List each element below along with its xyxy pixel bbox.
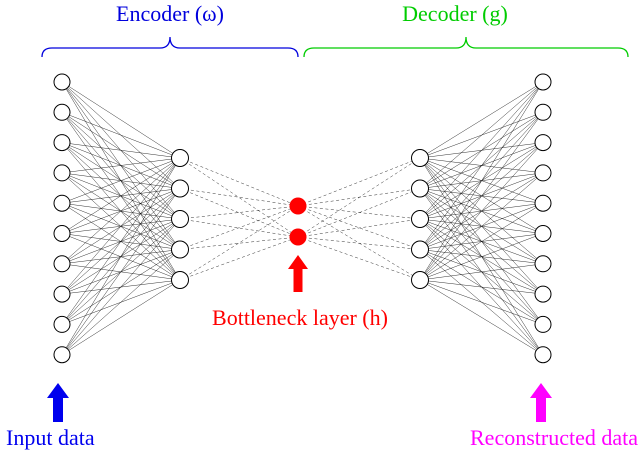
decoder-hidden-layer-neuron bbox=[411, 149, 429, 167]
connection-line bbox=[61, 157, 181, 174]
output-layer-neuron bbox=[534, 194, 552, 212]
input-layer-neuron bbox=[53, 134, 71, 152]
connection-line bbox=[179, 218, 299, 238]
connection-line bbox=[61, 157, 181, 355]
input-layer-neuron bbox=[53, 194, 71, 212]
output-layer-neuron bbox=[534, 225, 552, 242]
connection-line bbox=[61, 157, 181, 234]
connection-line bbox=[419, 279, 544, 295]
output-layer-neuron bbox=[534, 255, 552, 273]
connection-line bbox=[179, 236, 299, 281]
encoder-hidden-layer-neuron bbox=[171, 271, 189, 289]
connection-line bbox=[61, 279, 181, 355]
connection-line bbox=[419, 142, 544, 281]
encoder-hidden-layer-neuron bbox=[171, 179, 189, 198]
connection-line bbox=[61, 157, 181, 264]
connection-line bbox=[297, 205, 421, 281]
input-layer-neuron bbox=[53, 103, 71, 121]
connection-line bbox=[61, 157, 181, 295]
bottleneck-layer-neuron bbox=[289, 197, 307, 215]
output-layer-neuron bbox=[534, 103, 552, 121]
output-layer-neuron bbox=[534, 164, 552, 182]
input-data-label: Input data bbox=[6, 425, 95, 450]
encoder-title: Encoder (ω) bbox=[116, 1, 224, 26]
decoder-hidden-layer-neuron bbox=[411, 271, 429, 289]
connection-line bbox=[419, 81, 544, 281]
connection-line bbox=[419, 233, 544, 281]
encoder-hidden-layer-neuron bbox=[171, 210, 189, 228]
connection-line bbox=[297, 205, 421, 220]
connection-line bbox=[179, 188, 299, 207]
connection-line bbox=[419, 202, 544, 281]
input-layer-neuron bbox=[53, 285, 71, 303]
encoder-hidden-layer-neuron bbox=[171, 240, 189, 259]
connection-line bbox=[419, 112, 544, 281]
output-layer-neuron bbox=[534, 134, 552, 152]
connection-line bbox=[61, 81, 181, 159]
input-layer-neuron bbox=[53, 255, 71, 273]
bottleneck-arrow bbox=[288, 255, 308, 292]
connection-line bbox=[419, 81, 544, 189]
input-layer-neuron bbox=[53, 73, 71, 91]
connection-line bbox=[419, 81, 544, 220]
output-layer-neuron bbox=[534, 346, 552, 364]
decoder-hidden-layer-neuron bbox=[411, 179, 429, 198]
encoder-brace bbox=[41, 36, 299, 58]
connection-line bbox=[179, 205, 299, 281]
connection-line bbox=[61, 157, 181, 325]
connection-line bbox=[61, 112, 181, 159]
reconstructed-data-label: Reconstructed data bbox=[470, 425, 638, 450]
decoder-brace bbox=[303, 36, 629, 58]
reconstructed-data-arrow bbox=[530, 383, 552, 422]
connection-line bbox=[419, 81, 544, 159]
decoder-title: Decoder (g) bbox=[402, 1, 508, 26]
connection-line bbox=[419, 279, 544, 355]
connection-line bbox=[297, 157, 421, 207]
bottleneck-layer-neuron bbox=[289, 228, 307, 246]
decoder-hidden-layer-neuron bbox=[411, 240, 429, 259]
input-layer-neuron bbox=[53, 315, 71, 333]
connection-line bbox=[61, 142, 181, 159]
connection-line bbox=[61, 188, 181, 355]
input-layer-neuron bbox=[53, 346, 71, 364]
output-layer-neuron bbox=[534, 73, 552, 91]
connection-line bbox=[179, 157, 299, 238]
connection-line bbox=[419, 81, 544, 250]
connection-line bbox=[419, 279, 544, 325]
input-data-arrow bbox=[47, 383, 69, 422]
connection-line bbox=[419, 172, 544, 281]
connection-line bbox=[61, 218, 181, 355]
connection-line bbox=[61, 249, 181, 355]
connection-line bbox=[179, 188, 299, 238]
connection-line bbox=[297, 157, 421, 238]
connection-line bbox=[419, 263, 544, 281]
connection-line bbox=[297, 236, 421, 250]
connection-line bbox=[297, 218, 421, 238]
bottleneck-layer-label: Bottleneck layer (h) bbox=[212, 305, 388, 330]
output-layer-neuron bbox=[534, 315, 552, 333]
connection-line bbox=[179, 205, 299, 250]
decoder-hidden-layer-neuron bbox=[411, 210, 429, 228]
input-layer-neuron bbox=[53, 164, 71, 182]
connection-line bbox=[179, 157, 299, 207]
encoder-hidden-layer-neuron bbox=[171, 149, 189, 167]
output-layer-neuron bbox=[534, 285, 552, 303]
connection-line bbox=[61, 157, 181, 204]
input-layer-neuron bbox=[53, 225, 71, 242]
